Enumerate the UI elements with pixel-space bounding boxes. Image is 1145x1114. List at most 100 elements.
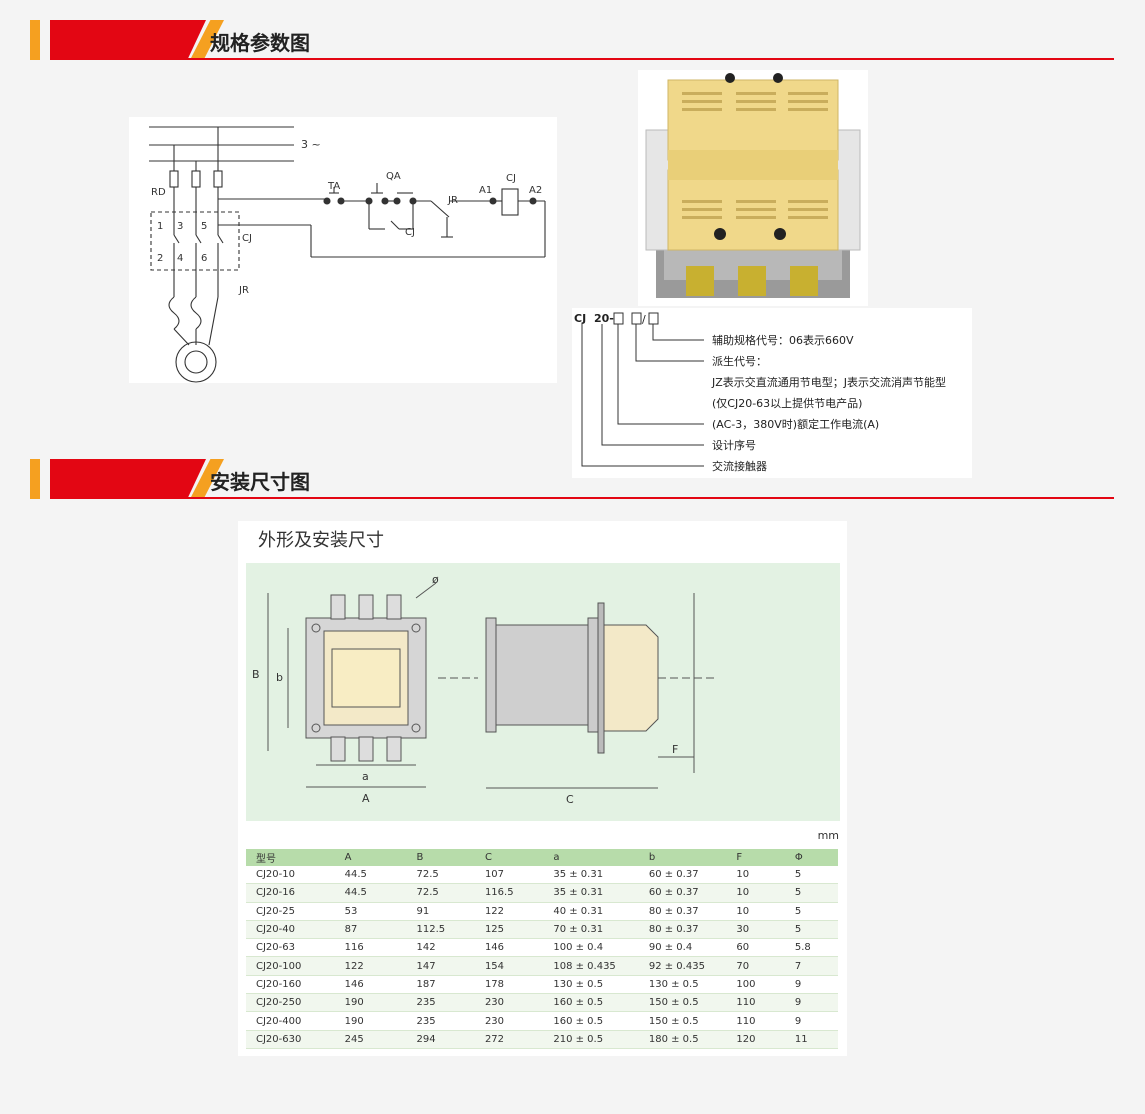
- table-header-cell: Φ: [784, 849, 838, 866]
- table-cell: 272: [474, 1030, 544, 1049]
- dim-label-phi: ø: [432, 573, 439, 586]
- table-cell: 146: [334, 975, 407, 995]
- terminal-2: 2: [157, 253, 163, 264]
- terminal-5: 5: [201, 221, 207, 232]
- header-accent-red: [50, 459, 206, 499]
- ta-label: TA: [327, 181, 340, 192]
- table-cell: 60: [726, 938, 785, 958]
- table-cell: 60 ± 0.37: [638, 883, 727, 903]
- table-cell: 44.5: [334, 883, 407, 903]
- table-cell: 10: [726, 866, 785, 885]
- table-cell: 5: [784, 866, 838, 885]
- circuit-diagram: 3 ~ RD 1 3 5 2 4 6 CJ JR TA QA CJ: [129, 117, 557, 383]
- unit-label: mm: [817, 829, 839, 842]
- table-cell: 190: [334, 993, 407, 1013]
- table-cell: 100: [726, 975, 785, 995]
- table-cell: 10: [726, 902, 785, 921]
- table-cell: 11: [784, 1030, 838, 1049]
- table-cell: CJ20-63: [246, 938, 335, 958]
- table-cell: 53: [334, 902, 407, 921]
- table-header-cell: a: [543, 849, 639, 866]
- dimensions-title: 外形及安装尺寸: [258, 530, 384, 551]
- table-cell: 210 ± 0.5: [543, 1030, 639, 1049]
- table-cell: 230: [474, 1011, 544, 1031]
- a2-label: A2: [529, 185, 542, 196]
- header-accent-orange: [30, 459, 40, 499]
- dim-label-a: a: [362, 770, 369, 783]
- table-header-cell: 型号: [246, 849, 335, 866]
- header-accent-red: [50, 20, 206, 60]
- terminal-4: 4: [177, 253, 183, 264]
- jr-heater-label: JR: [238, 285, 249, 296]
- rd-label: RD: [151, 187, 166, 198]
- terminal-1: 1: [157, 221, 163, 232]
- table-cell: 294: [406, 1030, 475, 1049]
- table-cell: 30: [726, 920, 785, 940]
- table-cell: 146: [474, 938, 544, 958]
- table-cell: CJ20-10: [246, 866, 335, 885]
- supply-label: 3 ~: [301, 138, 321, 151]
- table-cell: 110: [726, 993, 785, 1013]
- table-cell: 142: [406, 938, 475, 958]
- table-cell: 5.8: [784, 938, 838, 958]
- dim-label-b: b: [276, 671, 283, 684]
- table-cell: 70 ± 0.31: [543, 920, 639, 940]
- table-header-cell: B: [406, 849, 475, 866]
- table-cell: 72.5: [406, 866, 475, 885]
- code-line-derived: 派生代号：: [712, 354, 767, 368]
- table-cell: 5: [784, 902, 838, 921]
- table-cell: 110: [726, 1011, 785, 1031]
- table-cell: 150 ± 0.5: [638, 993, 727, 1013]
- table-header-cell: F: [726, 849, 785, 866]
- section-header-install: 安装尺寸图: [30, 459, 1114, 499]
- table-cell: 235: [406, 1011, 475, 1031]
- table-cell: 80 ± 0.37: [638, 902, 727, 921]
- terminal-3: 3: [177, 221, 183, 232]
- cj-main-label: CJ: [242, 233, 252, 244]
- header-accent-orange: [30, 20, 40, 60]
- table-cell: 122: [334, 956, 407, 976]
- table-cell: 230: [474, 993, 544, 1013]
- dim-label-B: B: [252, 668, 260, 681]
- section-title: 规格参数图: [210, 31, 310, 55]
- a1-label: A1: [479, 185, 492, 196]
- table-cell: 130 ± 0.5: [638, 975, 727, 995]
- code-line-aux: 辅助规格代号：06表示660V: [712, 333, 854, 347]
- qa-label: QA: [386, 171, 401, 182]
- section-title: 安装尺寸图: [210, 470, 310, 494]
- table-cell: 150 ± 0.5: [638, 1011, 727, 1031]
- table-cell: 178: [474, 975, 544, 995]
- table-cell: 116.5: [474, 883, 544, 903]
- table-cell: CJ20-100: [246, 956, 335, 976]
- table-cell: 187: [406, 975, 475, 995]
- table-cell: 10: [726, 883, 785, 903]
- table-cell: 120: [726, 1030, 785, 1049]
- table-cell: 91: [406, 902, 475, 921]
- table-cell: 122: [474, 902, 544, 921]
- table-cell: 44.5: [334, 866, 407, 885]
- table-cell: 9: [784, 975, 838, 995]
- table-cell: 5: [784, 883, 838, 903]
- table-cell: 130 ± 0.5: [543, 975, 639, 995]
- table-cell: 154: [474, 956, 544, 976]
- cj-coil-label: CJ: [506, 173, 516, 184]
- table-cell: 40 ± 0.31: [543, 902, 639, 921]
- code-slash: /: [642, 313, 646, 326]
- table-header-cell: C: [474, 849, 544, 866]
- code-line-jz: JZ表示交直流通用节电型；J表示交流消声节能型: [711, 375, 946, 389]
- table-cell: 9: [784, 1011, 838, 1031]
- table-cell: 35 ± 0.31: [543, 866, 639, 885]
- model-code-diagram: CJ 20- / 辅助规格代号：06表示660V 派生代号： JZ表示交直流通用…: [572, 308, 972, 478]
- table-cell: 5: [784, 920, 838, 940]
- table-cell: 245: [334, 1030, 407, 1049]
- table-cell: CJ20-16: [246, 883, 335, 903]
- table-cell: 72.5: [406, 883, 475, 903]
